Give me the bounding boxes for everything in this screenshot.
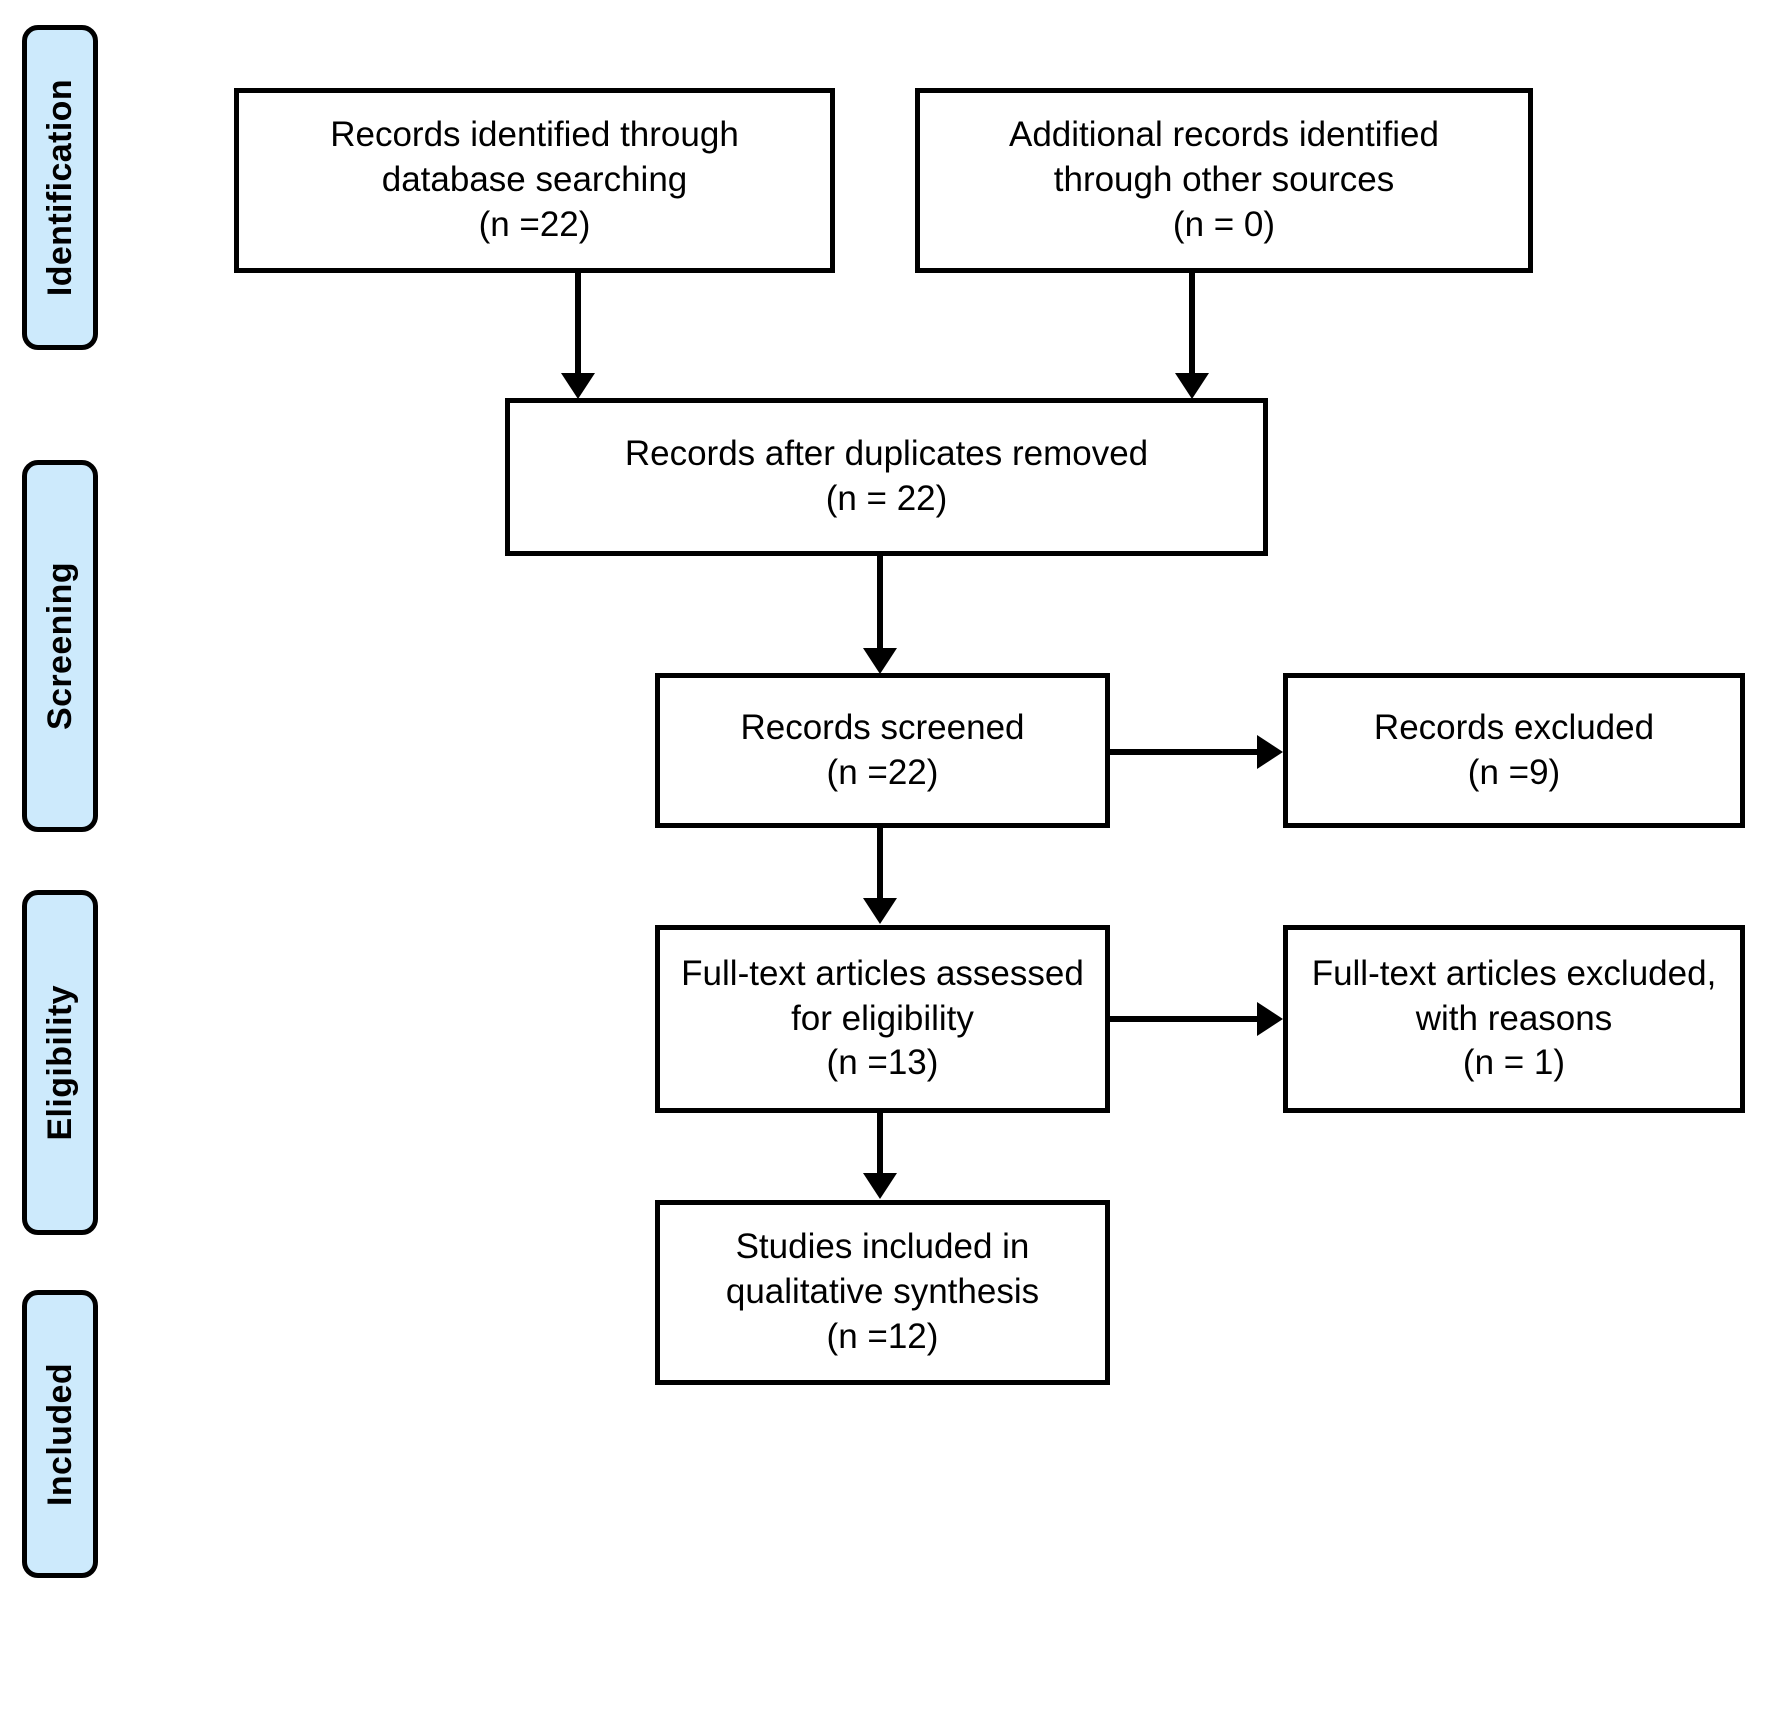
stage-label-included: Included bbox=[22, 1290, 98, 1578]
connector-line-fulltext-to-excluded bbox=[1110, 1016, 1260, 1022]
box-records-identified-database-text: Records identified through database sear… bbox=[330, 115, 739, 244]
box-full-text-assessed: Full-text articles assessed for eligibil… bbox=[655, 925, 1110, 1113]
connector-line-identified-to-duplicates bbox=[575, 273, 581, 376]
arrow-screened-to-excluded bbox=[1257, 735, 1283, 769]
box-additional-records-other-sources: Additional records identified through ot… bbox=[915, 88, 1533, 273]
box-records-after-duplicates-removed-text: Records after duplicates removed (n = 22… bbox=[624, 434, 1149, 518]
box-records-identified-database: Records identified through database sear… bbox=[234, 88, 835, 273]
stage-label-screening: Screening bbox=[22, 460, 98, 832]
box-full-text-assessed-text: Full-text articles assessed for eligibil… bbox=[681, 953, 1084, 1083]
connector-line-fulltext-to-included bbox=[877, 1113, 883, 1175]
box-studies-included-qualitative-text: Studies included in qualitative synthesi… bbox=[725, 1227, 1040, 1356]
arrow-additional-to-duplicates bbox=[1175, 373, 1209, 399]
connector-line-additional-to-duplicates bbox=[1189, 273, 1195, 376]
arrow-duplicates-to-screened bbox=[863, 648, 897, 674]
box-studies-included-qualitative: Studies included in qualitative synthesi… bbox=[655, 1200, 1110, 1385]
stage-label-identification: Identification bbox=[22, 25, 98, 350]
box-records-excluded: Records excluded (n =9) bbox=[1283, 673, 1745, 828]
stage-label-screening-text: Screening bbox=[41, 562, 79, 730]
stage-label-included-text: Included bbox=[41, 1362, 79, 1506]
box-records-excluded-text: Records excluded (n =9) bbox=[1373, 707, 1655, 792]
connector-line-screened-to-fulltext bbox=[877, 828, 883, 900]
stage-label-eligibility: Eligibility bbox=[22, 890, 98, 1235]
stage-label-eligibility-text: Eligibility bbox=[41, 984, 79, 1141]
box-full-text-excluded: Full-text articles excluded, with reason… bbox=[1283, 925, 1745, 1113]
connector-line-duplicates-to-screened bbox=[877, 556, 883, 652]
arrow-identified-to-duplicates bbox=[561, 373, 595, 399]
arrow-screened-to-fulltext bbox=[863, 898, 897, 924]
box-full-text-excluded-text: Full-text articles excluded, with reason… bbox=[1311, 953, 1717, 1083]
box-records-after-duplicates-removed: Records after duplicates removed (n = 22… bbox=[505, 398, 1268, 556]
box-records-screened-text: Records screened (n =22) bbox=[740, 707, 1025, 792]
stage-label-identification-text: Identification bbox=[41, 78, 79, 297]
box-additional-records-other-sources-text: Additional records identified through ot… bbox=[1009, 115, 1439, 244]
connector-line-screened-to-excluded bbox=[1110, 749, 1260, 755]
box-records-screened: Records screened (n =22) bbox=[655, 673, 1110, 828]
arrow-fulltext-to-excluded bbox=[1257, 1002, 1283, 1036]
arrow-fulltext-to-included bbox=[863, 1173, 897, 1199]
